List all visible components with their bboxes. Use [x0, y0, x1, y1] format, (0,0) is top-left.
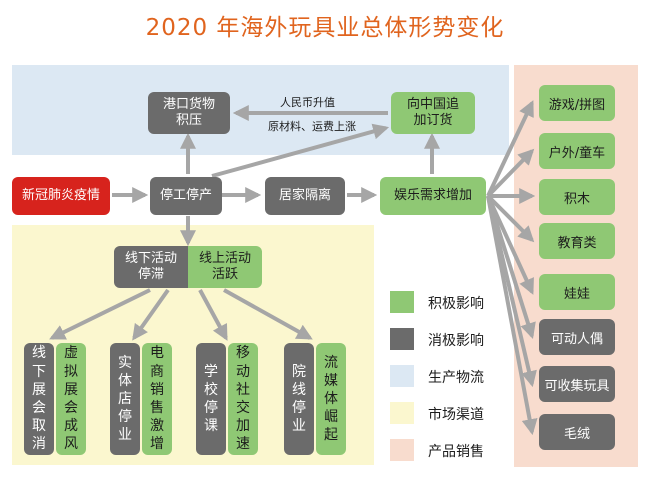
- channel-retail-closed: 实体店停业: [110, 343, 140, 455]
- port-cargo-node: 港口货物积压: [148, 92, 230, 134]
- arrow-shutdown-to-orders: [211, 123, 390, 178]
- arrow-to-offline-expo: [49, 288, 151, 340]
- channel-streaming-rise: 流媒体崛起: [316, 343, 346, 455]
- arrow-to-product-4: [486, 194, 535, 243]
- channel-mobile-social: 移动社交加速: [228, 343, 258, 455]
- product-action-figures: 可动人偶: [539, 319, 615, 355]
- shutdown-node: 停工停产: [150, 177, 222, 215]
- channel-ecommerce-surge: 电商销售激增: [142, 343, 172, 455]
- rmb-note: 人民币升值: [280, 96, 335, 109]
- diagram-title: 2020 年海外玩具业总体形势变化: [145, 15, 505, 41]
- channel-school-closed: 学校停课: [196, 343, 226, 455]
- china-orders-node: 向中国追加订货: [391, 92, 475, 134]
- arrow-to-cinema: [223, 288, 313, 340]
- legend-label-production: 生产物流: [428, 370, 484, 386]
- arrow-to-product-2: [486, 148, 535, 198]
- legend-swatch-market: [390, 402, 414, 424]
- home-isolation-node: 居家隔离: [265, 177, 345, 215]
- legend-swatch-positive: [390, 291, 414, 313]
- legend-swatch-negative: [390, 328, 414, 350]
- product-dolls: 娃娃: [539, 274, 615, 310]
- legend-label-negative: 消极影响: [428, 333, 484, 349]
- channel-virtual-expo: 虚拟展会成风: [56, 343, 86, 455]
- arrow-to-product-5: [486, 195, 534, 295]
- legend-label-sales: 产品销售: [428, 444, 484, 460]
- product-collectibles: 可收集玩具: [539, 366, 615, 402]
- arrow-to-product-8: [486, 195, 538, 436]
- arrow-to-product-1: [486, 100, 534, 197]
- legend-label-market: 市场渠道: [428, 407, 484, 423]
- online-activity-node: 线上活动活跃: [188, 246, 262, 288]
- product-blocks: 积木: [539, 179, 615, 215]
- product-outdoor: 户外/童车: [539, 133, 615, 169]
- channel-cinema-closed: 院线停业: [284, 343, 314, 455]
- offline-activity-node: 线下活动停滞: [114, 246, 188, 288]
- arrow-to-school: [198, 289, 228, 341]
- product-games-puzzles: 游戏/拼图: [539, 85, 615, 121]
- cost-note: 原材料、运费上涨: [268, 120, 356, 133]
- covid-node: 新冠肺炎疫情: [12, 177, 110, 215]
- legend-swatch-production: [390, 365, 414, 387]
- legend-label-positive: 积极影响: [428, 296, 484, 312]
- product-education: 教育类: [539, 223, 615, 259]
- channel-offline-expo: 线下展会取消: [24, 343, 54, 455]
- arrow-to-retail: [132, 288, 170, 341]
- legend-swatch-sales: [390, 439, 414, 461]
- product-plush: 毛绒: [539, 414, 615, 450]
- demand-increase-node: 娱乐需求增加: [380, 177, 486, 215]
